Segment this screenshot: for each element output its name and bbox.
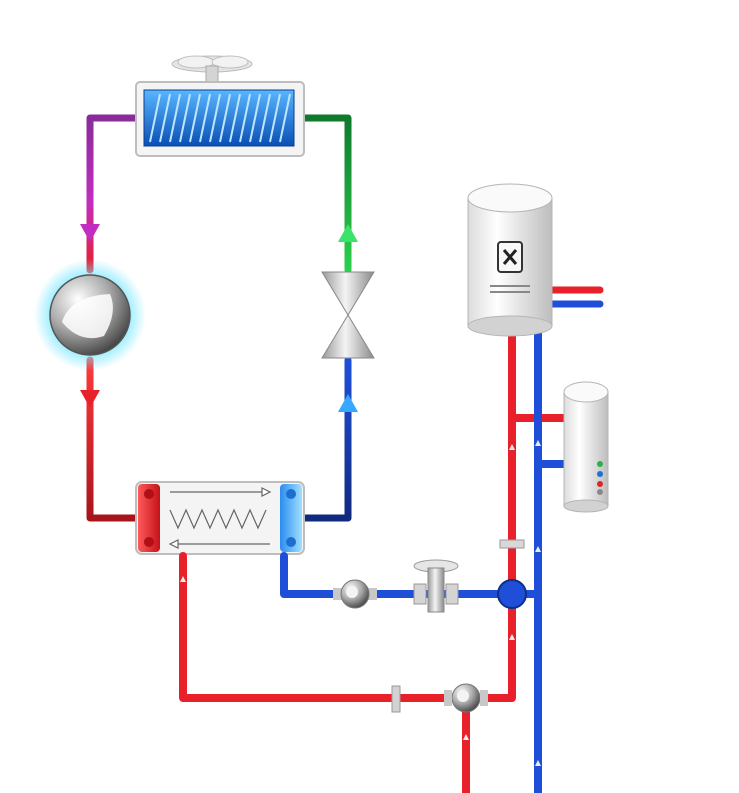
compressor	[34, 259, 146, 371]
pipe-compressor-to-hx	[86, 356, 144, 522]
circulation-pump-hot	[391, 683, 488, 713]
filter	[413, 559, 459, 613]
pipe-coil-to-compressor	[86, 114, 144, 274]
fan-coil	[135, 55, 305, 157]
storage-tank	[467, 183, 553, 337]
coil-fins	[149, 93, 291, 143]
refrigerant-circuit	[80, 114, 358, 522]
indicator-green-icon	[597, 461, 603, 467]
flow-arrow-up-blue	[338, 394, 358, 412]
plate-heat-exchanger	[135, 481, 305, 555]
pipe-valve-to-coil	[296, 114, 352, 274]
flow-arrow-down-purple	[80, 224, 100, 242]
valve-icon	[321, 271, 375, 316]
manifold-junction	[497, 579, 527, 609]
flow-arrow-down-red	[80, 390, 100, 408]
indicator-blue-icon	[597, 471, 603, 477]
flow-arrow-up-green	[338, 224, 358, 242]
pipe-cold-return	[280, 552, 516, 598]
pipe-hot-loop	[179, 328, 516, 702]
pipe-coupling	[499, 539, 525, 549]
indicator-red-icon	[597, 481, 603, 487]
buffer-tank	[563, 381, 609, 513]
pipe-hx-to-valve	[296, 356, 352, 522]
circulation-pump-cold	[333, 579, 377, 609]
expansion-valve	[321, 271, 375, 359]
indicator-gray-icon	[597, 489, 603, 495]
